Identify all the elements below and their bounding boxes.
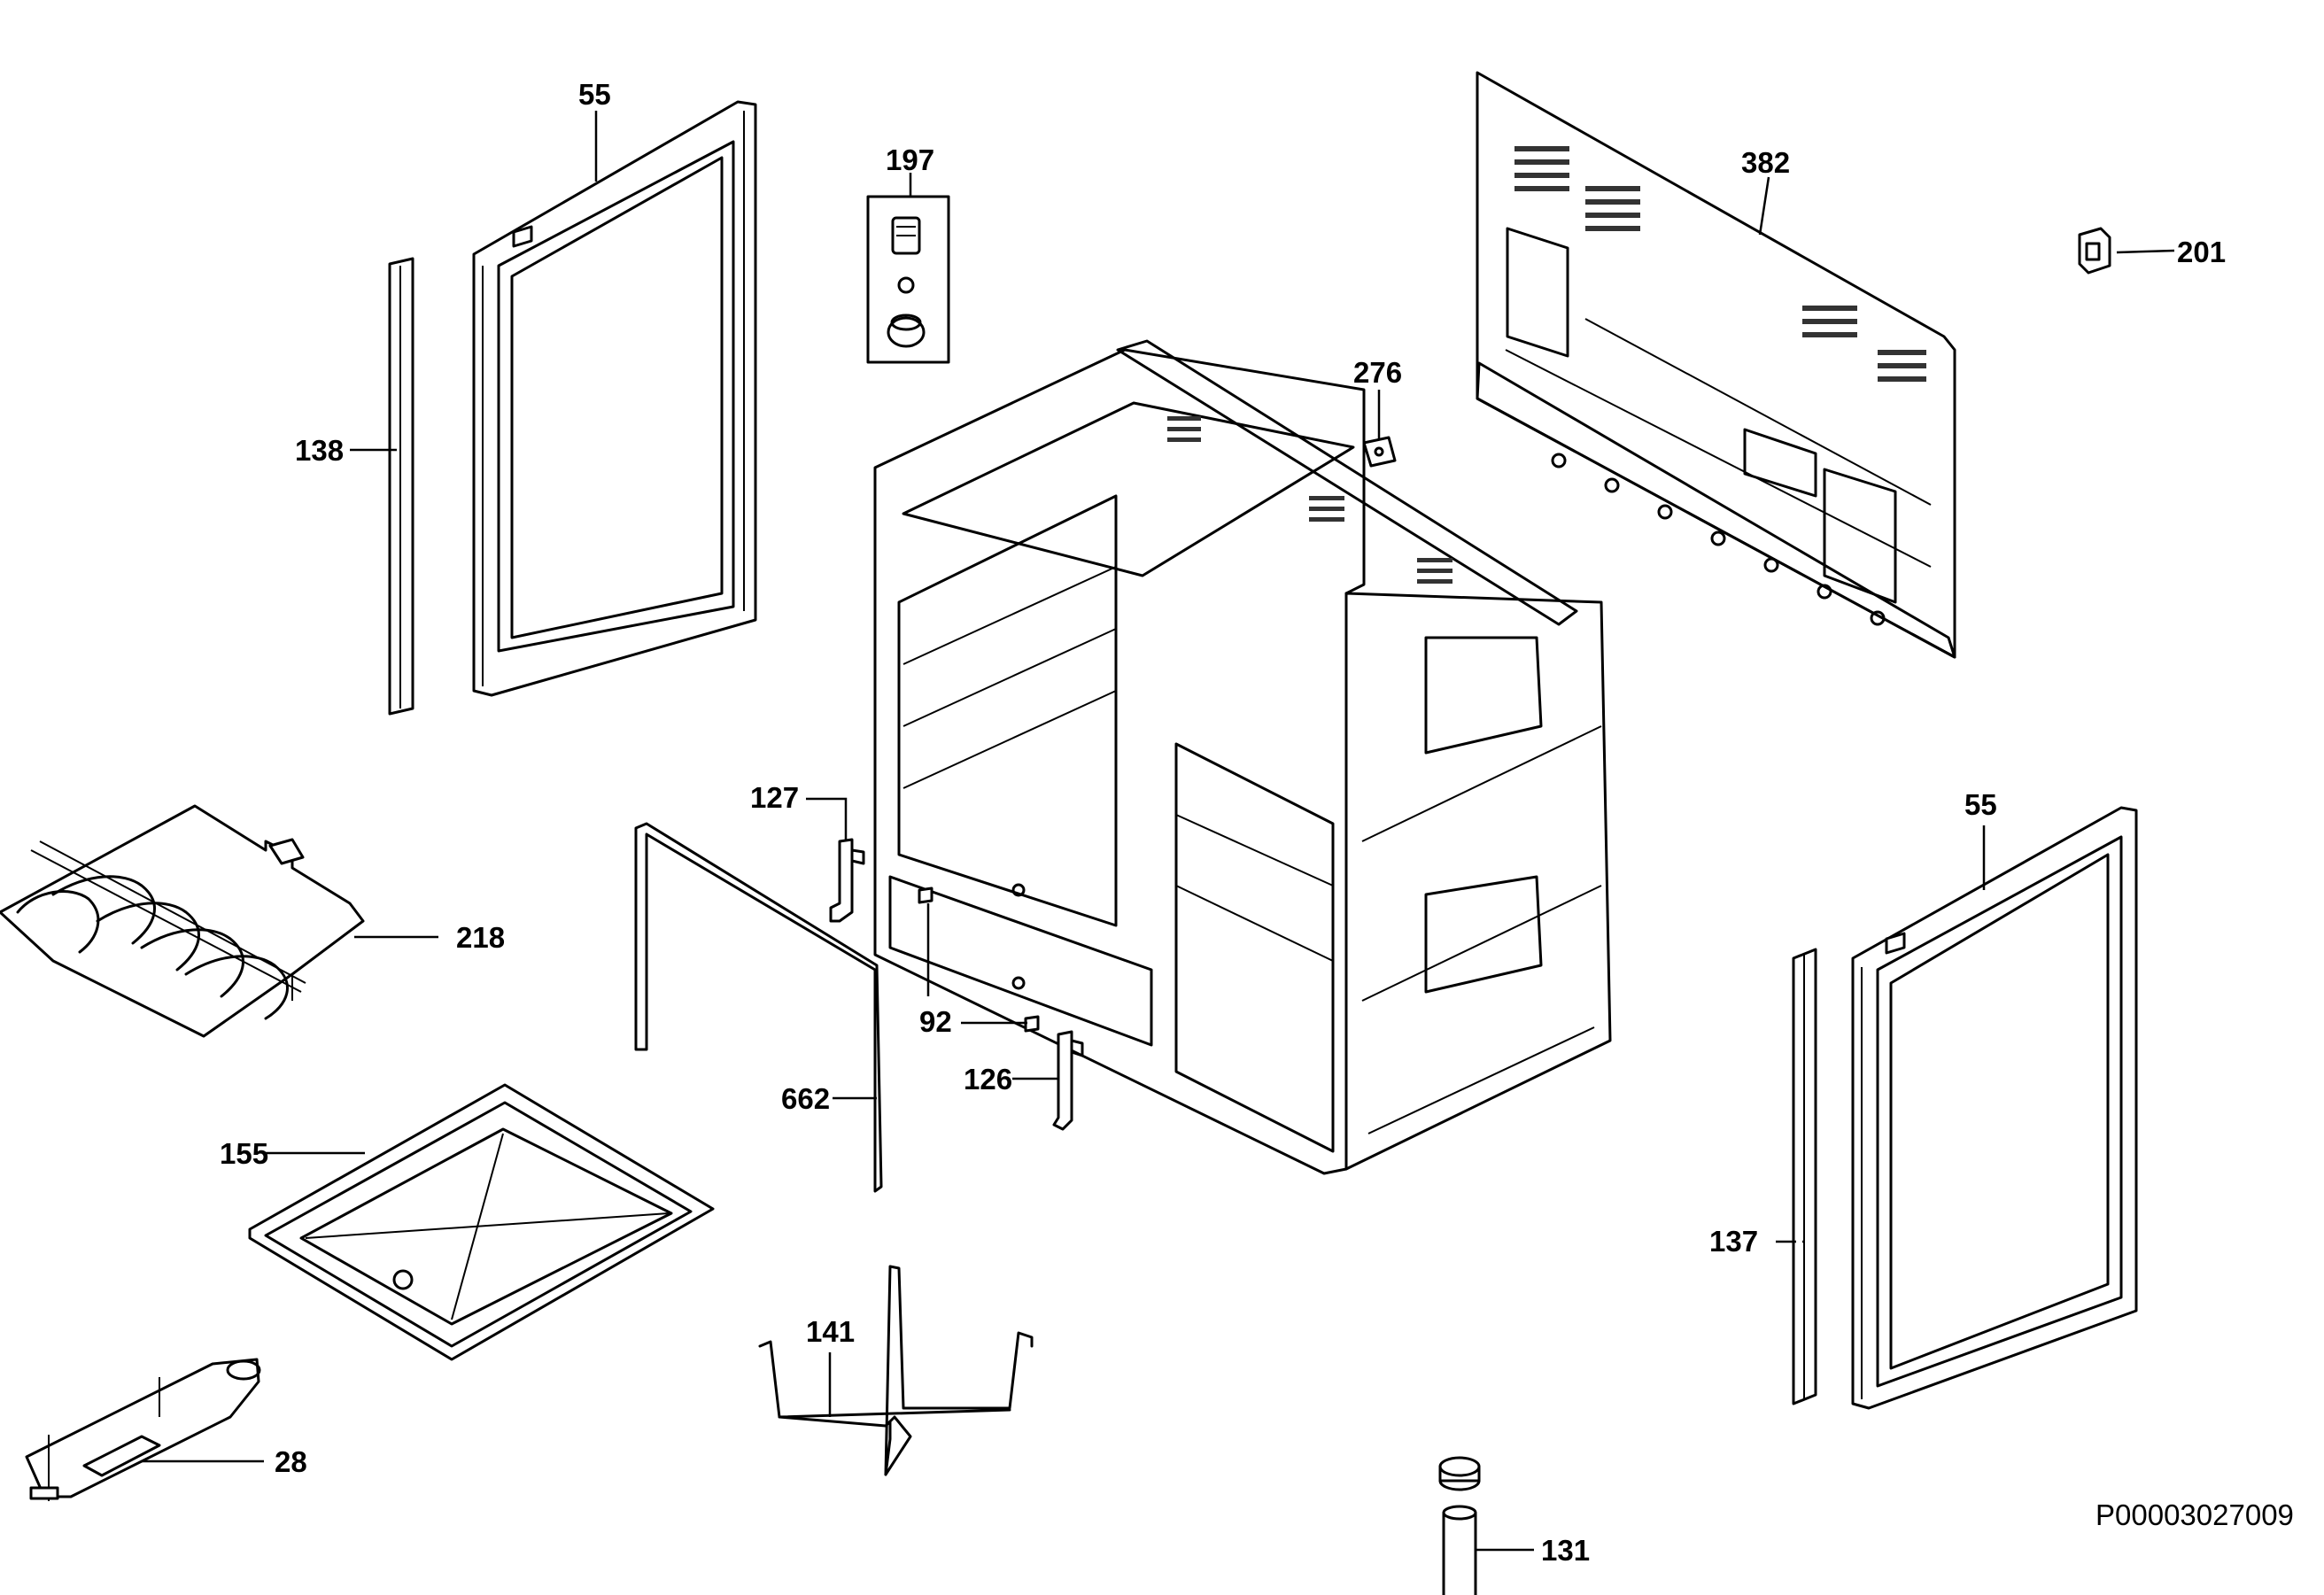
label-92: 92	[919, 1005, 952, 1038]
part-662-door-gasket[interactable]	[634, 822, 883, 1193]
part-28-burner-assembly[interactable]	[25, 1358, 261, 1501]
part-55-right-side-panel[interactable]	[1851, 806, 2138, 1410]
part-137-side-strip[interactable]	[1792, 948, 1817, 1405]
oven-cavity-body	[873, 339, 1612, 1175]
label-141: 141	[806, 1315, 855, 1348]
part-201-clip[interactable]	[2078, 227, 2111, 275]
label-138: 138	[295, 434, 344, 467]
label-382: 382	[1741, 146, 1790, 179]
label-126: 126	[964, 1063, 1012, 1096]
label-218: 218	[456, 921, 505, 954]
label-155: 155	[220, 1137, 268, 1170]
part-218-grill-element[interactable]	[0, 804, 365, 1038]
part-92-pin[interactable]	[918, 887, 1040, 1033]
part-55-left-side-panel[interactable]	[472, 100, 757, 697]
part-138-side-strip[interactable]	[388, 257, 414, 716]
label-137: 137	[1709, 1225, 1758, 1258]
part-labels: 55 197 382 201 138 276 127 218 92 55 662…	[220, 78, 2294, 1567]
part-141-wire-rack[interactable]	[758, 1265, 1034, 1476]
part-276-bracket[interactable]	[1362, 436, 1397, 468]
part-126-hinge-bracket[interactable]	[1052, 1030, 1084, 1131]
label-276: 276	[1353, 356, 1402, 389]
label-201: 201	[2177, 236, 2226, 268]
leader-lines	[142, 111, 2175, 1552]
part-127-hinge-bracket[interactable]	[829, 838, 865, 923]
label-55-top: 55	[578, 78, 611, 111]
part-131-adjustable-foot[interactable]	[1438, 1456, 1481, 1595]
drawing-code: P00003027009	[2095, 1498, 2294, 1531]
label-28: 28	[275, 1445, 307, 1478]
part-382-rear-panel[interactable]	[1476, 71, 1956, 659]
label-55-right: 55	[1964, 788, 1997, 821]
part-197-lamp-assembly[interactable]	[866, 195, 950, 364]
label-127: 127	[750, 781, 799, 814]
part-155-bottom-panel[interactable]	[248, 1083, 715, 1361]
label-131: 131	[1541, 1534, 1590, 1567]
label-197: 197	[886, 143, 934, 176]
label-662: 662	[781, 1082, 830, 1115]
